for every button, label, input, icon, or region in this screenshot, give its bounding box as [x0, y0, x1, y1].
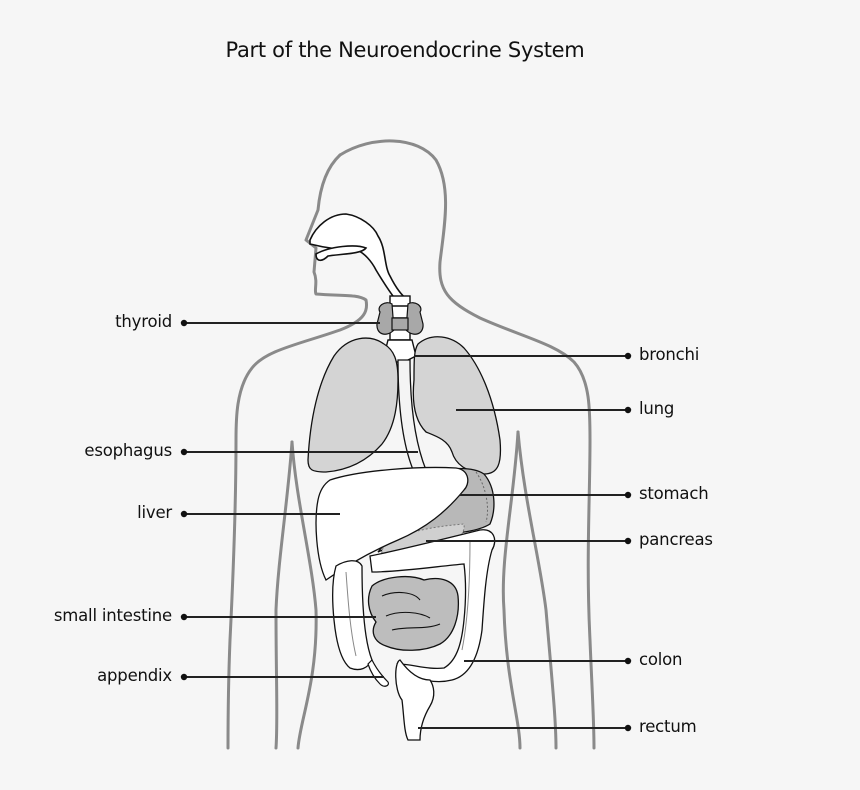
leader-dots-left: [180, 319, 188, 681]
leader-lines-left: [184, 322, 418, 678]
label-lung: lung: [639, 399, 675, 418]
liver: [315, 466, 469, 581]
label-appendix: appendix: [97, 666, 172, 685]
label-thyroid: thyroid: [115, 312, 172, 331]
lungs: [307, 336, 502, 475]
label-liver: liver: [137, 503, 172, 522]
label-rectum: rectum: [639, 717, 697, 736]
airway-passage: [309, 213, 411, 301]
body-outline: [226, 139, 596, 750]
diagram-title: Part of the Neuroendocrine System: [225, 38, 585, 62]
rectum: [395, 659, 435, 741]
label-colon: colon: [639, 650, 683, 669]
stomach-inner-detail: [475, 471, 489, 523]
label-bronchi: bronchi: [639, 345, 700, 364]
leader-dots-right: [624, 352, 632, 732]
label-stomach: stomach: [639, 484, 709, 503]
leader-lines-right: [414, 355, 628, 729]
label-pancreas: pancreas: [639, 530, 713, 549]
small-intestine: [367, 575, 460, 651]
label-esophagus: esophagus: [84, 441, 172, 460]
thyroid-gland: [376, 302, 424, 335]
appendix: [367, 658, 389, 687]
label-small-intestine: small intestine: [53, 606, 172, 625]
